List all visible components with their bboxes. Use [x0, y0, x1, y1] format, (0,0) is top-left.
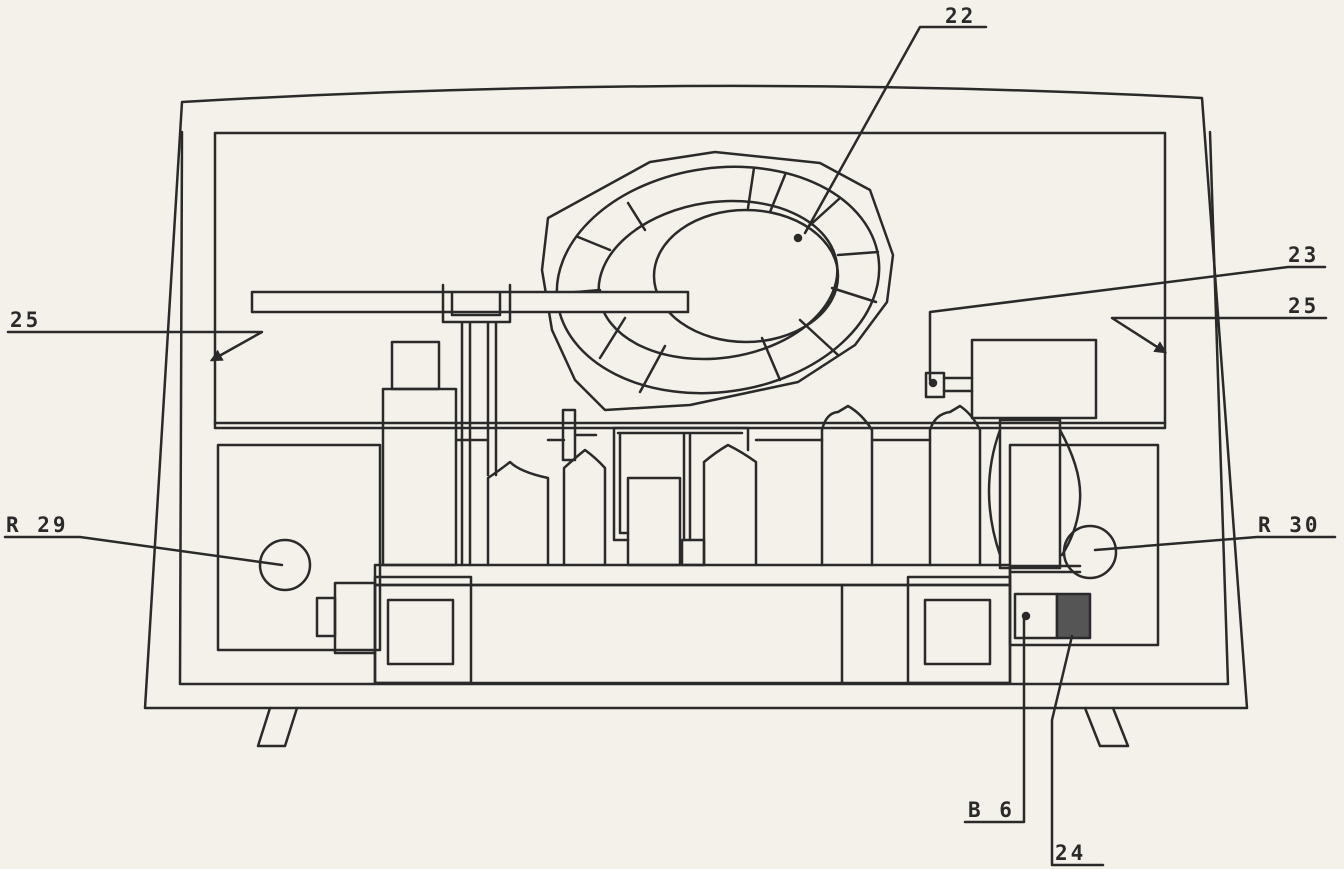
potentiometer-r30 — [1062, 524, 1118, 580]
cabinet-inner-frame — [213, 131, 1167, 425]
label-r30: R 30 — [1258, 513, 1321, 537]
dial-pointer-bracket — [441, 283, 512, 567]
leader-24 — [1050, 634, 1105, 867]
speaker-inner-ring — [597, 199, 839, 361]
tube-2-socket — [561, 408, 577, 462]
capacitor-wires — [573, 426, 750, 542]
leader-b6 — [963, 616, 1026, 824]
tube-5 — [928, 404, 982, 567]
label-24: 24 — [1055, 841, 1087, 865]
tube-1 — [486, 460, 550, 567]
part-24-block — [1055, 592, 1092, 640]
left-component-block — [381, 387, 458, 567]
label-b6: B 6 — [968, 798, 1015, 822]
output-transformer — [970, 338, 1098, 420]
label-25-right: 25 — [1288, 294, 1320, 318]
dial-scale-bar — [250, 290, 690, 314]
speaker-cone — [652, 208, 840, 344]
tube-2 — [562, 448, 607, 567]
leader-r30 — [1093, 535, 1337, 552]
leader-25-left — [6, 330, 264, 362]
speaker-center-dot — [793, 233, 803, 243]
left-side-panel — [216, 443, 382, 652]
speaker-outer-ring — [555, 165, 881, 395]
speaker-assembly — [540, 150, 895, 412]
transformer-bracket — [987, 418, 1082, 570]
left-knob-face — [386, 598, 455, 666]
label-r29: R 29 — [6, 513, 69, 537]
tube-4 — [820, 404, 874, 567]
terminal-23-dot — [928, 378, 938, 388]
leader-r29 — [3, 535, 284, 567]
label-23: 23 — [1288, 243, 1320, 267]
potentiometer-r29 — [258, 538, 312, 592]
cabinet-outline — [143, 84, 1249, 710]
speaker-outer-frame — [540, 150, 895, 412]
terminal-23-leads — [942, 376, 974, 393]
left-leg — [256, 706, 299, 748]
leader-25-right — [1110, 316, 1328, 354]
left-component-top — [390, 340, 441, 391]
left-knob-housing — [373, 575, 473, 685]
right-leg — [1083, 706, 1130, 748]
tube-3 — [702, 443, 758, 567]
r30-shaft — [1008, 564, 1082, 574]
label-25-left: 25 — [10, 308, 42, 332]
right-knob-housing — [906, 575, 1012, 685]
capacitor-block-2 — [680, 538, 706, 567]
leader-22 — [803, 25, 988, 235]
capacitor-block — [626, 476, 682, 567]
label-22: 22 — [945, 4, 977, 28]
left-knob-spindle — [333, 581, 377, 655]
right-knob-face — [923, 598, 992, 666]
switch-b6 — [1013, 592, 1059, 640]
leader-23 — [928, 265, 1327, 382]
terminal-23 — [924, 371, 946, 399]
left-knob-spindle-tip — [315, 596, 337, 638]
